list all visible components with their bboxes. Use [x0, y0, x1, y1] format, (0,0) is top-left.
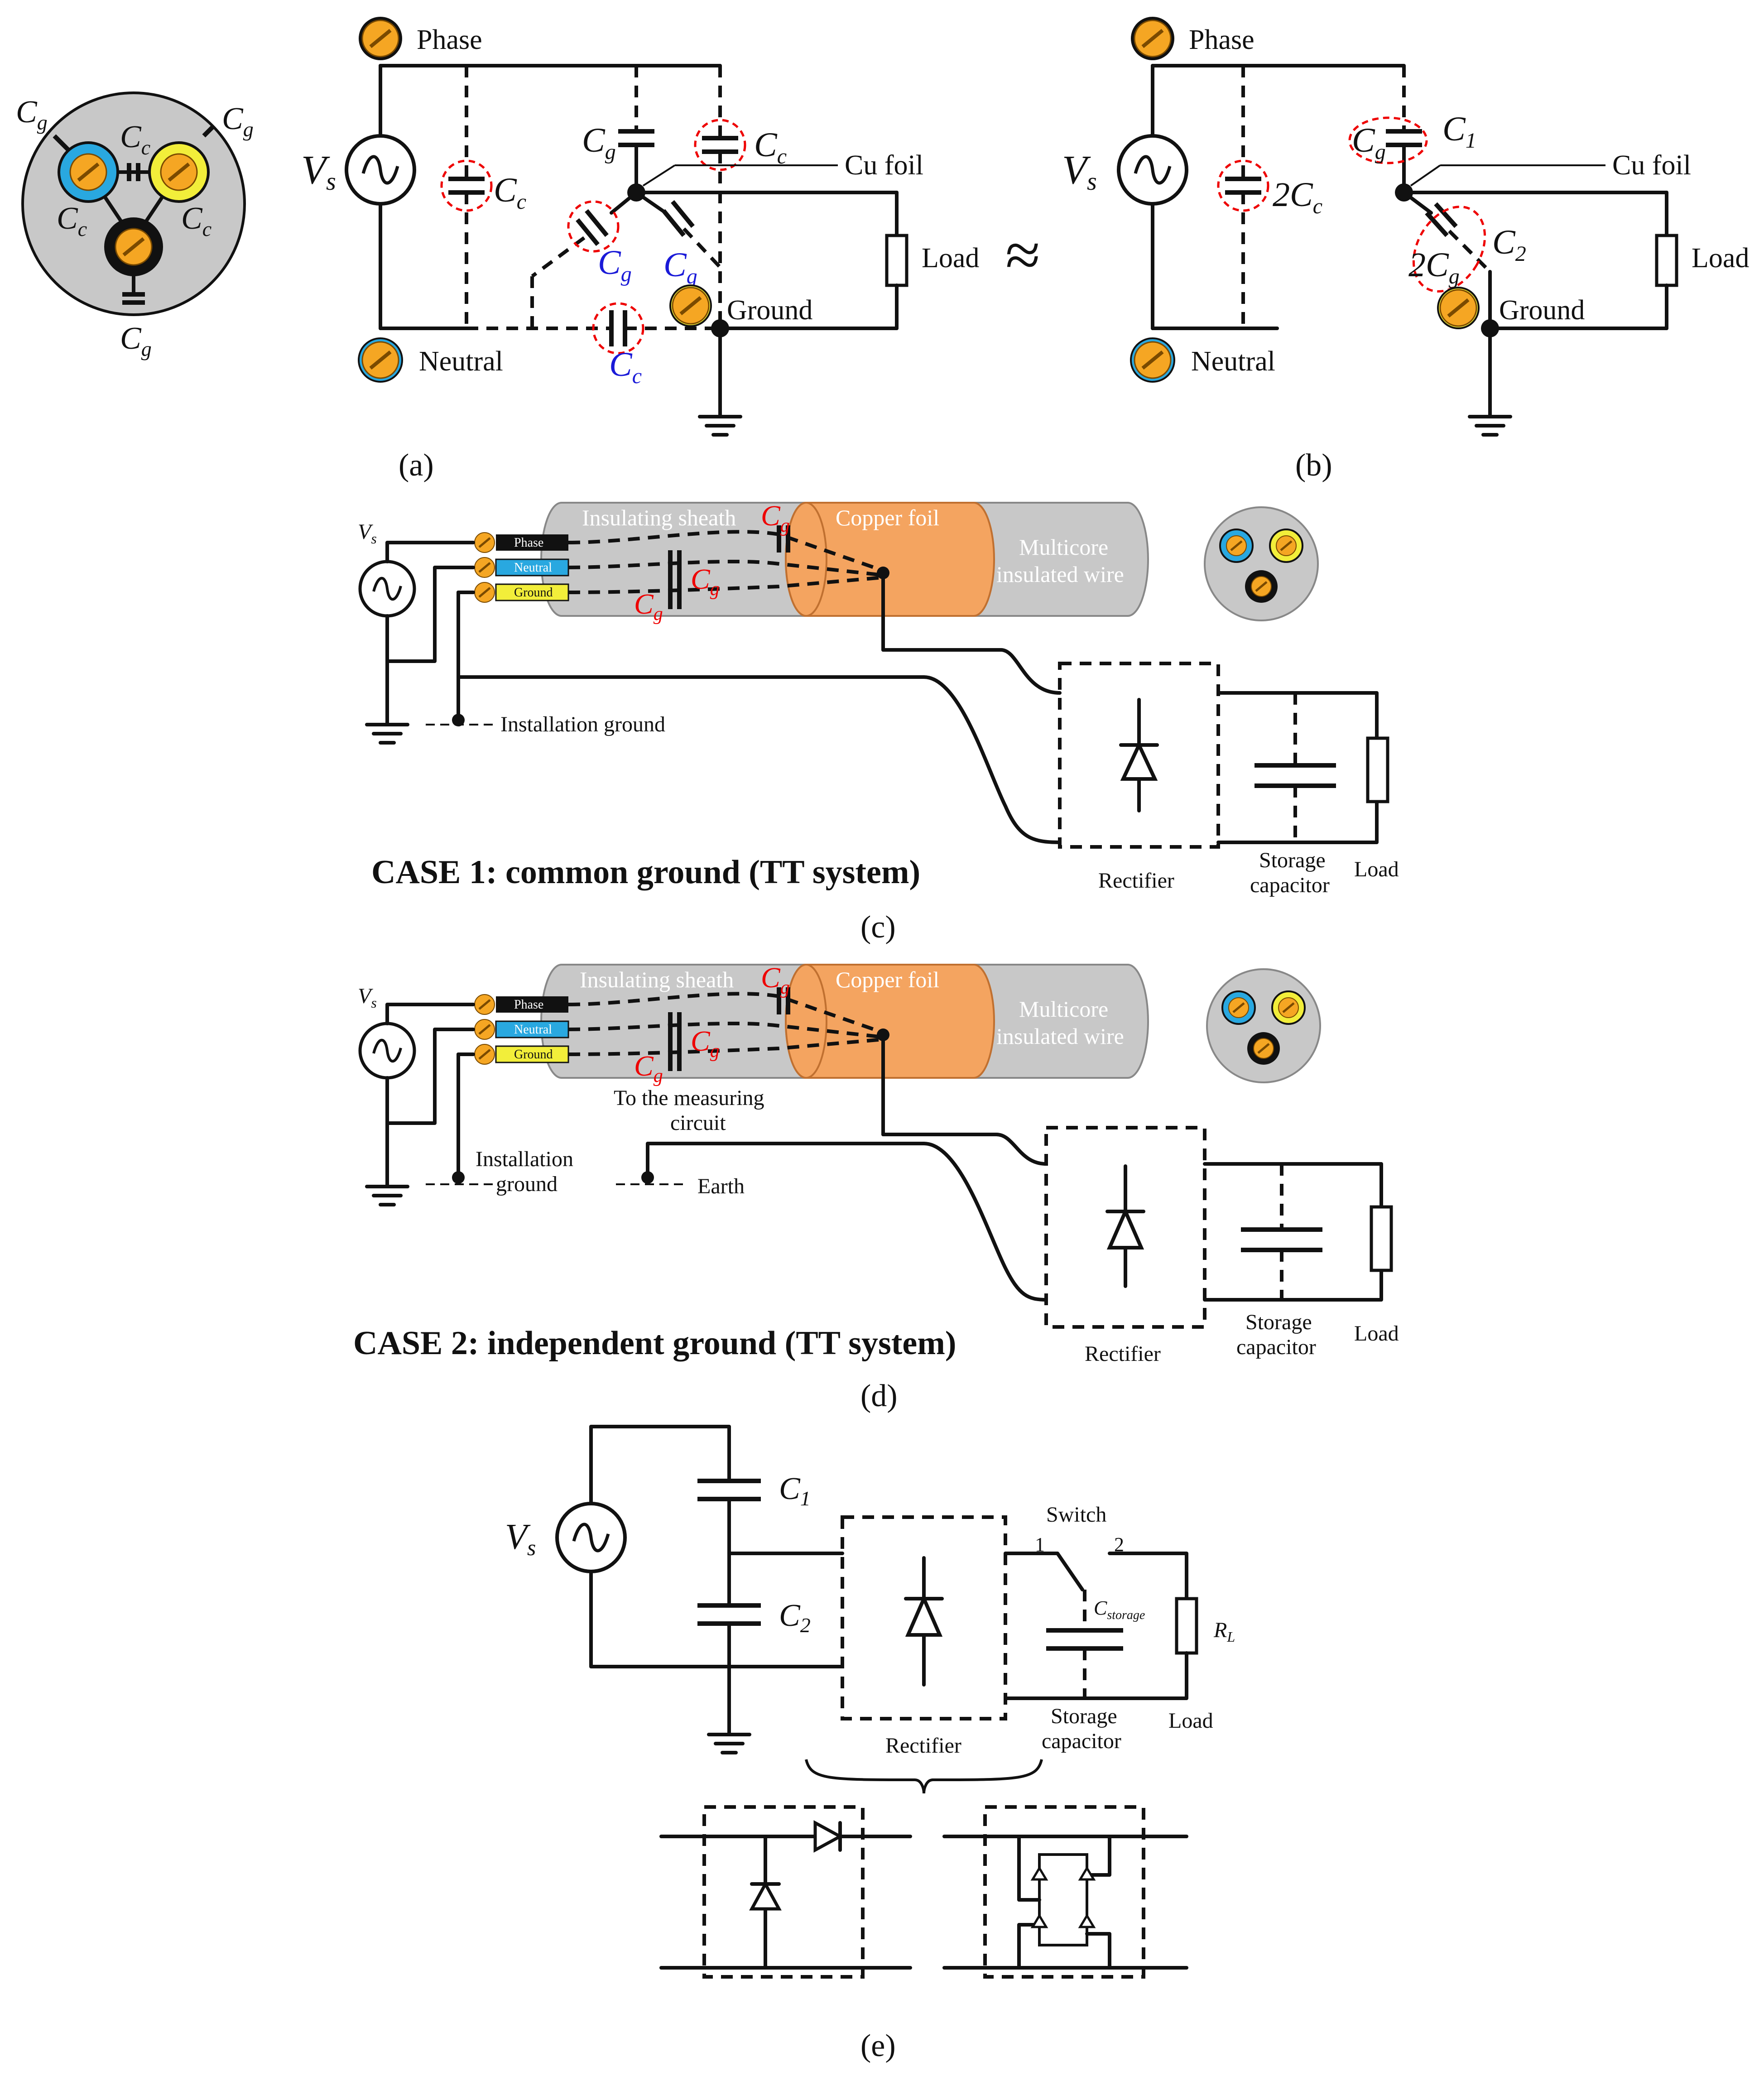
multicore-label-d-1: Multicore: [1019, 996, 1108, 1022]
ground-tab-label-d: Ground: [514, 1048, 553, 1062]
cg-bot-d: Cg: [634, 1050, 663, 1086]
cg-bot-c: Cg: [634, 588, 663, 625]
c1-label-e: C1: [779, 1471, 811, 1510]
rl-label-e: RL: [1213, 1618, 1235, 1645]
ground-tab-label-c: Ground: [514, 586, 553, 600]
storage-label-e-1: Storage: [1051, 1704, 1117, 1728]
caption-d: (d): [860, 1379, 898, 1413]
panel-e: Vs C1 C2 Rectifier Switch 1 2 Cstorage R…: [505, 1425, 1235, 2063]
cc-left-a: Cc: [494, 171, 526, 214]
rectifier-label-d: Rectifier: [1085, 1342, 1161, 1366]
two-cc-b: 2Cc: [1273, 176, 1322, 218]
caption-c: (c): [860, 910, 896, 945]
c1-label-b: C1: [1442, 110, 1476, 153]
storage-label-c-1: Storage: [1259, 848, 1326, 872]
storage-label-e-2: capacitor: [1042, 1729, 1121, 1753]
panel-a: Phase Vs Cc Cc Cg Cc Cu foil: [301, 17, 979, 483]
phase-tab-c: [496, 534, 568, 551]
cross-cc-left: Cc: [57, 201, 87, 240]
cg-top-a: Cg: [582, 121, 616, 164]
c2-label-e: C2: [779, 1598, 811, 1637]
copper-label-d: Copper foil: [836, 967, 939, 992]
install-ground-label-c: Installation ground: [500, 712, 665, 736]
measuring-label-d-2: circuit: [670, 1111, 726, 1135]
two-cg-b: 2Cg: [1408, 246, 1460, 288]
panel-b: Phase Vs 2Cc Cg C1 Cu foil 2Cg C2: [1062, 17, 1749, 483]
neutral-label-a: Neutral: [419, 346, 503, 377]
neutral-tab-c: [495, 558, 569, 577]
cross-cg-right: Cg: [222, 101, 254, 141]
cg-mid-d: Cg: [691, 1025, 720, 1062]
vs-label-d: Vs: [358, 984, 377, 1011]
multicore-label-c-2: insulated wire: [996, 562, 1124, 587]
switch-pos-1: 1: [1035, 1533, 1045, 1556]
vs-label-e: Vs: [505, 1517, 536, 1560]
storage-label-c-2: capacitor: [1250, 873, 1330, 897]
multicore-label-d-2: insulated wire: [996, 1024, 1124, 1049]
cross-cc-right: Cc: [181, 201, 211, 240]
cc-bottom-a: Cc: [609, 346, 642, 388]
cross-cg-bottom: Cg: [120, 321, 152, 360]
load-label-e: Load: [1168, 1709, 1213, 1733]
cg-left-a: Cg: [598, 244, 632, 286]
ground-tab-c: [495, 583, 569, 601]
vs-label-c: Vs: [358, 520, 377, 547]
cg-top-d: Cg: [761, 961, 790, 998]
cross-cg-left: Cg: [16, 95, 48, 134]
cg-top-c: Cg: [761, 500, 790, 536]
title-c: CASE 1: common ground (TT system): [371, 854, 920, 891]
neutral-tab-label-c: Neutral: [514, 561, 552, 575]
cross-cc-top: Cc: [120, 120, 150, 159]
phase-tab-label-c: Phase: [514, 536, 543, 550]
cstorage-label-e: Cstorage: [1094, 1597, 1145, 1622]
install-label-d-2: ground: [496, 1172, 558, 1196]
caption-b: (b): [1295, 448, 1332, 483]
vs-label-a: Vs: [301, 148, 336, 196]
load-label-d: Load: [1354, 1322, 1399, 1346]
cable-cross-section: Cg Cc Cg Cc Cc Cg: [16, 91, 254, 360]
approx-symbol: ≈: [1005, 220, 1040, 290]
caption-a: (a): [399, 448, 434, 483]
rectifier-label-e: Rectifier: [885, 1734, 961, 1758]
cu-foil-label-a: Cu foil: [845, 150, 923, 181]
cc-right-a: Cc: [754, 126, 787, 168]
copper-label-c: Copper foil: [836, 505, 939, 530]
earth-label-d: Earth: [697, 1174, 745, 1198]
cg-mid-c: Cg: [691, 563, 720, 600]
sheath-label-d: Insulating sheath: [580, 967, 734, 992]
storage-label-d-1: Storage: [1245, 1310, 1312, 1334]
multicore-label-c-1: Multicore: [1019, 534, 1108, 560]
caption-e: (e): [860, 2028, 896, 2063]
neutral-label-b: Neutral: [1191, 346, 1275, 377]
neutral-tab-label-d: Neutral: [514, 1023, 552, 1037]
ground-label-b: Ground: [1499, 295, 1585, 326]
phase-tab-label-d: Phase: [514, 998, 543, 1012]
phase-label-b: Phase: [1189, 24, 1255, 55]
load-label-a: Load: [922, 243, 979, 274]
install-label-d-1: Installation: [476, 1147, 573, 1171]
panel-d: Insulating sheath Copper foil Multicore …: [353, 961, 1399, 1413]
ground-label-a: Ground: [727, 295, 812, 326]
switch-label-e: Switch: [1046, 1503, 1106, 1527]
cg-right-a: Cg: [663, 246, 697, 288]
c2-label-b: C2: [1492, 223, 1526, 266]
load-label-b: Load: [1692, 243, 1749, 274]
switch-pos-2: 2: [1114, 1533, 1124, 1556]
rectifier-label-c: Rectifier: [1098, 869, 1174, 893]
cu-foil-label-b: Cu foil: [1612, 150, 1691, 181]
panel-c: Insulating sheath Copper foil Multicore …: [358, 500, 1399, 945]
phase-label-a: Phase: [417, 24, 482, 55]
sheath-label-c: Insulating sheath: [582, 505, 736, 530]
load-label-c: Load: [1354, 857, 1399, 881]
vs-label-b: Vs: [1062, 148, 1097, 196]
title-d: CASE 2: independent ground (TT system): [353, 1325, 957, 1362]
measuring-label-d-1: To the measuring: [614, 1086, 764, 1110]
cg-b: Cg: [1352, 121, 1386, 164]
storage-label-d-2: capacitor: [1236, 1335, 1316, 1359]
